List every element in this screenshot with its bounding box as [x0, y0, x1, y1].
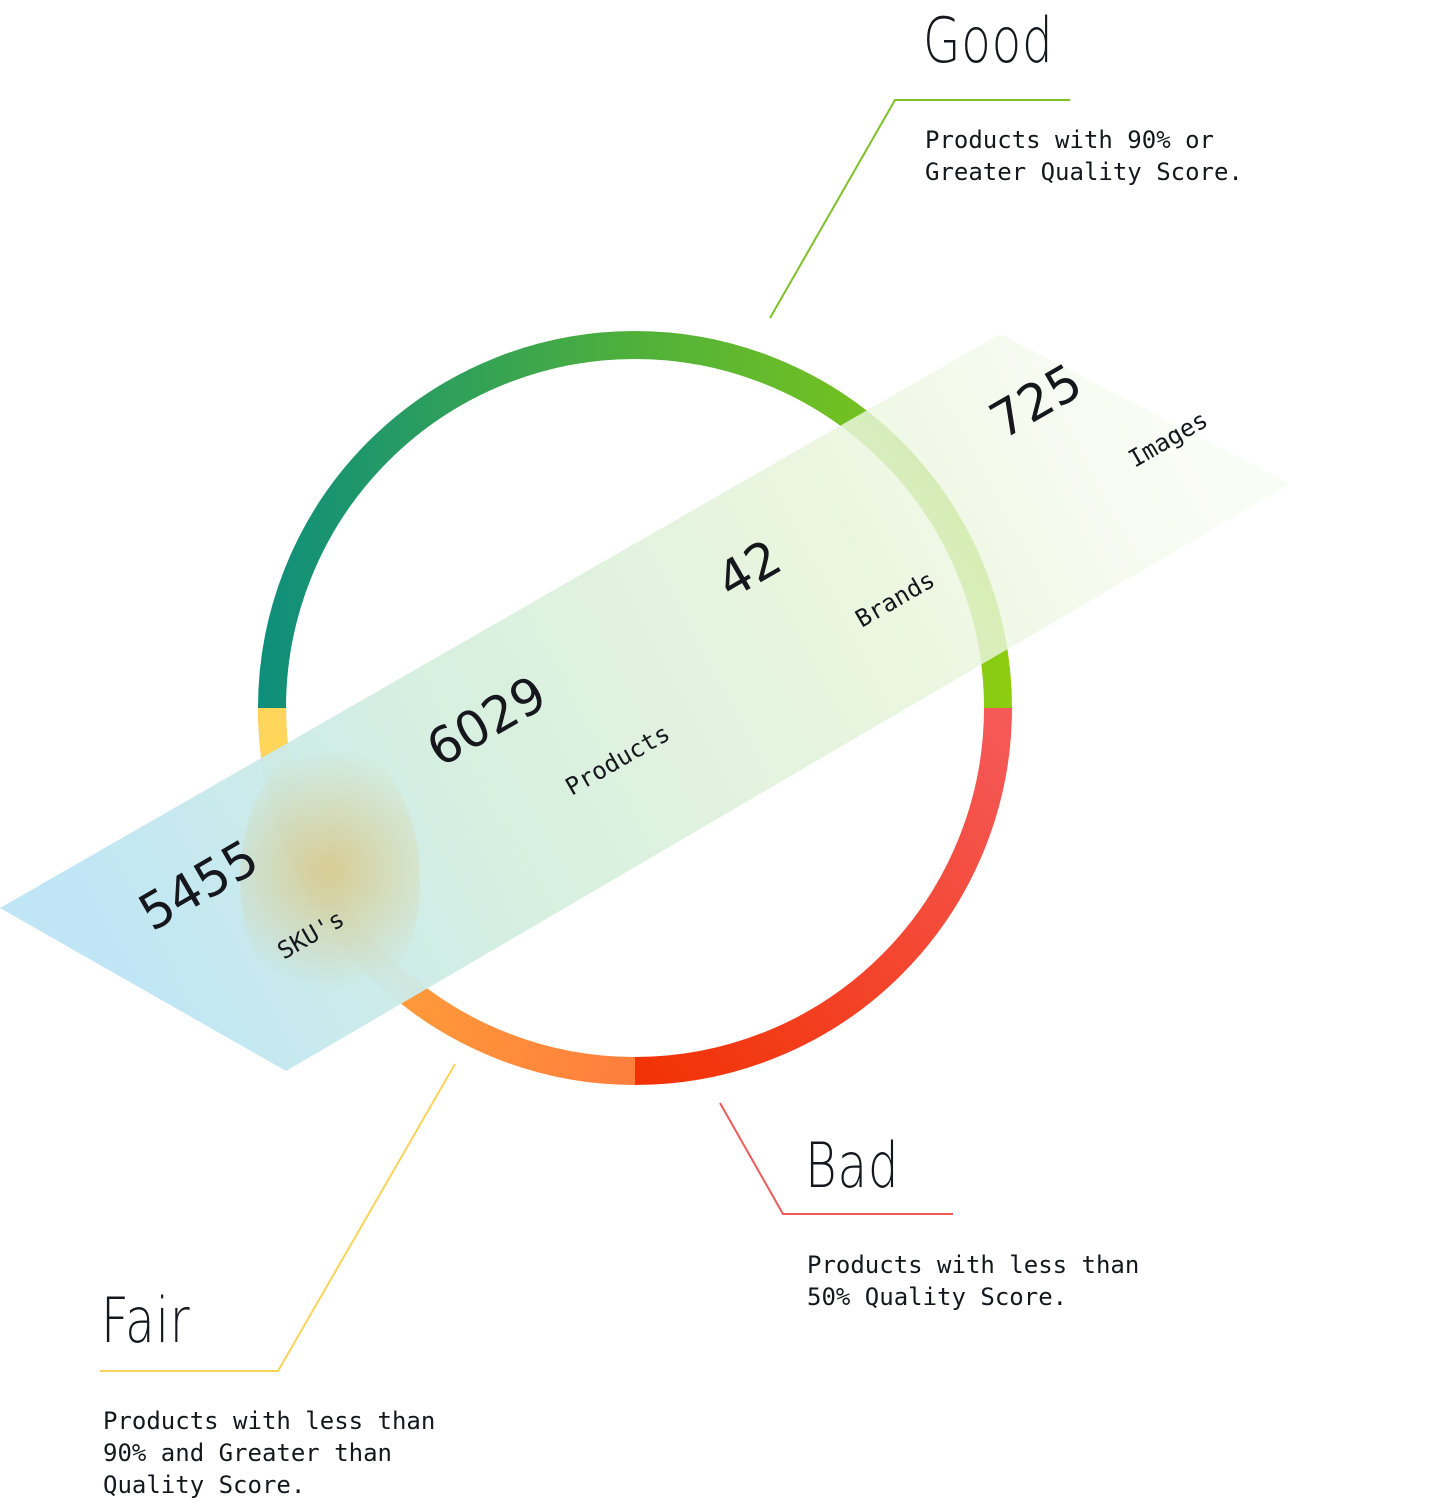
- bad-leader-line: [719, 1102, 953, 1215]
- good-leader-line: [769, 99, 1070, 319]
- good-title: Good: [923, 4, 1054, 77]
- bad-title: Bad: [805, 1129, 900, 1202]
- bad-arc: [634, 707, 1012, 1085]
- stats-band: [0, 334, 1290, 1071]
- bad-description: Products with less than 50% Quality Scor…: [807, 1251, 1140, 1311]
- fair-leader-line: [100, 1063, 456, 1372]
- fair-description: Products with less than 90% and Greater …: [103, 1407, 436, 1499]
- fair-title: Fair: [101, 1284, 191, 1357]
- good-description: Products with 90% or Greater Quality Sco…: [925, 126, 1243, 186]
- band-blur-highlight: [240, 740, 420, 1020]
